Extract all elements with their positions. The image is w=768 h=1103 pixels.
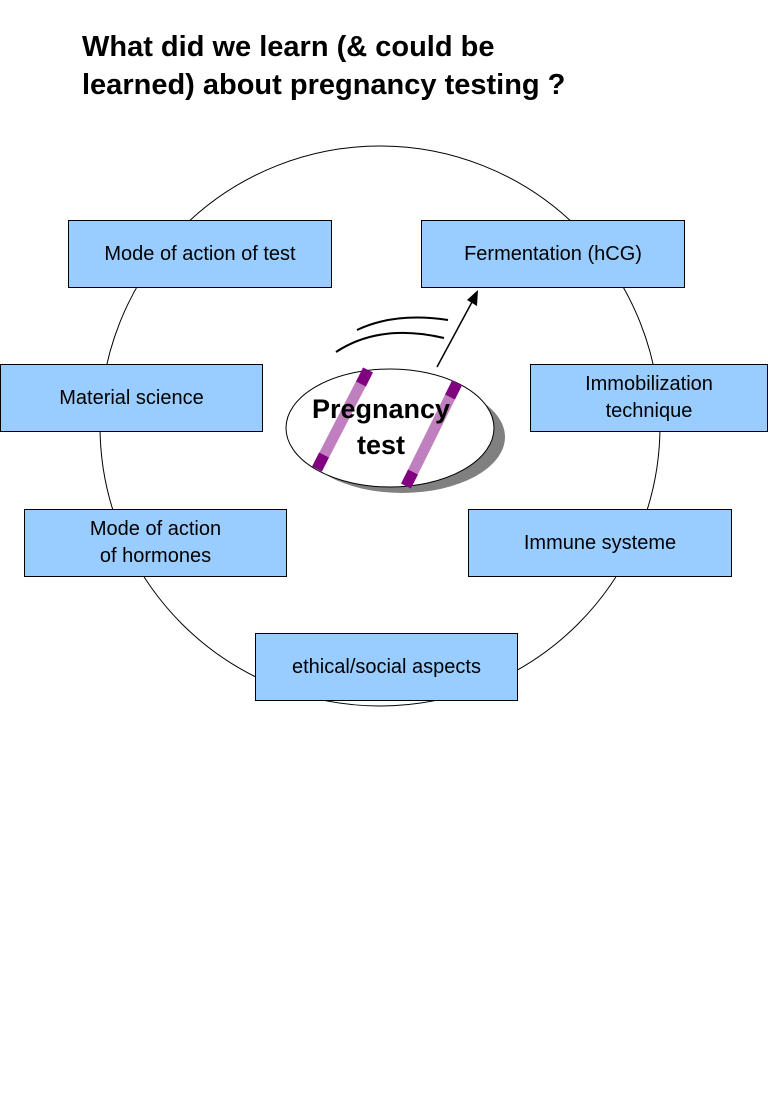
center-label: Pregnancy test — [311, 394, 451, 460]
arrow-line — [436, 301, 473, 368]
page-title: What did we learn (& could be learned) a… — [82, 31, 566, 101]
test-stripe-left-top — [356, 367, 373, 387]
test-stripe-right-top — [445, 380, 462, 400]
topic-mode-of-action-of-test: Mode of action of test — [68, 220, 332, 288]
topic-immune-systeme: Immune systeme — [468, 509, 732, 577]
test-stripe-left-bottom — [312, 452, 329, 472]
topic-fermentation-hcg: Fermentation (hCG) — [421, 220, 685, 288]
topic-immobilization-technique: Immobilization technique — [530, 364, 768, 432]
topic-material-science: Material science — [0, 364, 263, 432]
motion-arc-upper — [356, 316, 449, 331]
motion-arc-lower — [335, 331, 445, 353]
center-disc — [285, 368, 495, 488]
topic-mode-of-action-of-hormones: Mode of action of hormones — [24, 509, 287, 577]
arrow-head — [467, 290, 478, 306]
test-stripe-left — [312, 367, 373, 472]
test-stripe-right-bottom — [401, 469, 418, 489]
test-stripe-right — [401, 380, 462, 489]
topic-ethical-social-aspects: ethical/social aspects — [255, 633, 518, 701]
